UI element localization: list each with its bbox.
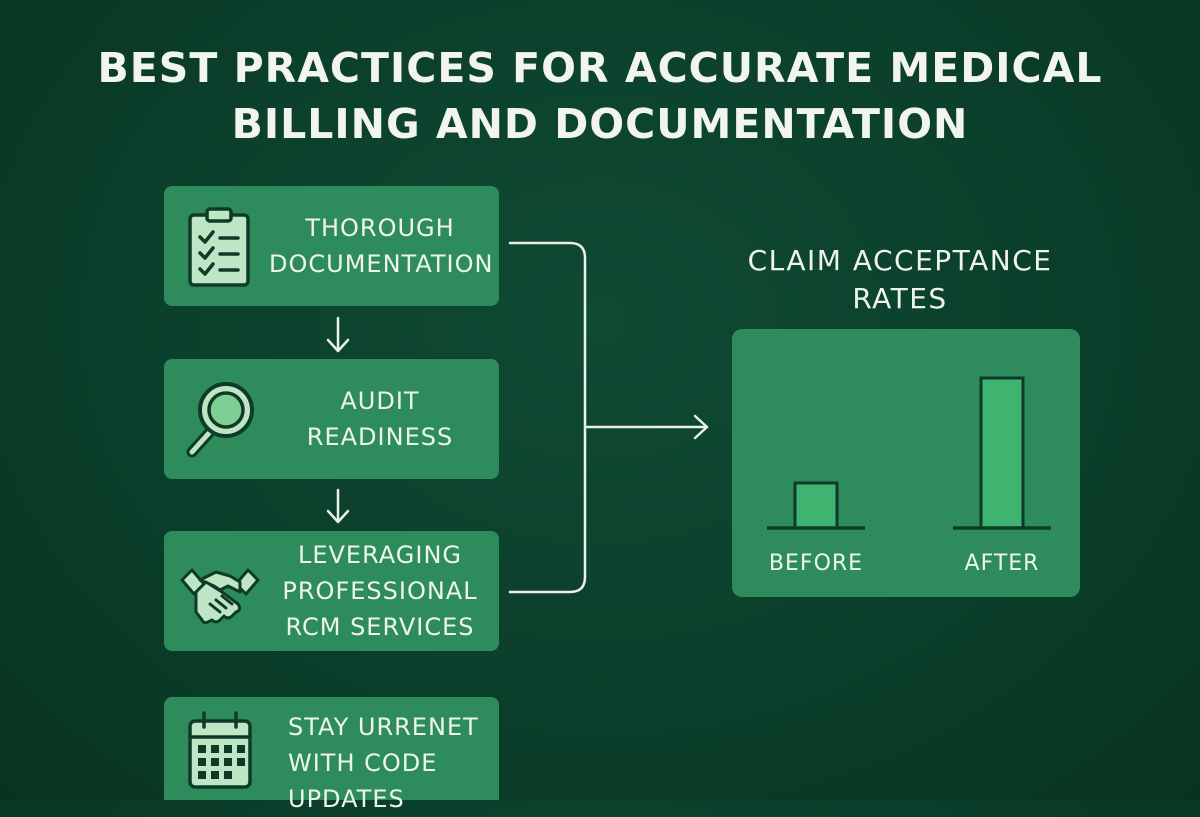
step-label-line: PROFESSIONAL: [282, 577, 478, 605]
step-audit-readiness: AUDIT READINESS: [164, 359, 499, 479]
step-stay-current-code-updates: STAY URRENET WITH CODE UPDATES: [164, 697, 499, 813]
bar-before: [793, 481, 839, 530]
down-arrow-icon: [326, 488, 350, 524]
clipboard-checklist-icon: [180, 201, 260, 291]
bar-chart: BEFORE AFTER: [767, 376, 1051, 576]
step-label-line: DOCUMENTATION: [269, 250, 494, 278]
right-arrow-icon: [583, 414, 709, 440]
step-label-line: LEVERAGING: [297, 541, 463, 569]
chart-title: CLAIM ACCEPTANCE RATES: [730, 242, 1070, 318]
handshake-icon: [180, 546, 260, 636]
magnifying-glass-icon: [180, 374, 260, 464]
page-title: BEST PRACTICES FOR ACCURATE MEDICAL BILL…: [0, 40, 1200, 152]
chart-title-line-1: CLAIM ACCEPTANCE: [747, 244, 1053, 277]
step-label: AUDIT READINESS: [269, 383, 491, 455]
category-label: AFTER: [965, 551, 1040, 576]
bracket-connector: [508, 241, 587, 594]
step-label-line: UPDATES: [288, 785, 405, 813]
page-title-line-2: BILLING AND DOCUMENTATION: [231, 100, 969, 148]
step-label: LEVERAGING PROFESSIONAL RCM SERVICES: [269, 537, 491, 645]
step-label: STAY URRENET WITH CODE UPDATES: [288, 709, 491, 817]
step-label: THOROUGH DOCUMENTATION: [269, 210, 494, 282]
step-label-line: STAY URRENET: [288, 713, 479, 741]
step-label-line: AUDIT: [340, 387, 420, 415]
bar-after: [979, 376, 1025, 530]
down-arrow-icon: [326, 316, 350, 353]
step-label-line: RCM SERVICES: [285, 613, 475, 641]
step-label-line: WITH CODE: [288, 749, 438, 777]
step-label-line: THOROUGH: [305, 214, 455, 242]
category-label: BEFORE: [769, 551, 863, 576]
page-title-line-1: BEST PRACTICES FOR ACCURATE MEDICAL: [97, 44, 1103, 92]
claim-acceptance-chart: BEFORE AFTER: [732, 329, 1080, 597]
step-label-line: READINESS: [306, 423, 454, 451]
step-thorough-documentation: THOROUGH DOCUMENTATION: [164, 186, 499, 306]
calendar-icon: [180, 705, 260, 795]
chart-title-line-2: RATES: [852, 282, 948, 315]
step-leveraging-rcm-services: LEVERAGING PROFESSIONAL RCM SERVICES: [164, 531, 499, 651]
